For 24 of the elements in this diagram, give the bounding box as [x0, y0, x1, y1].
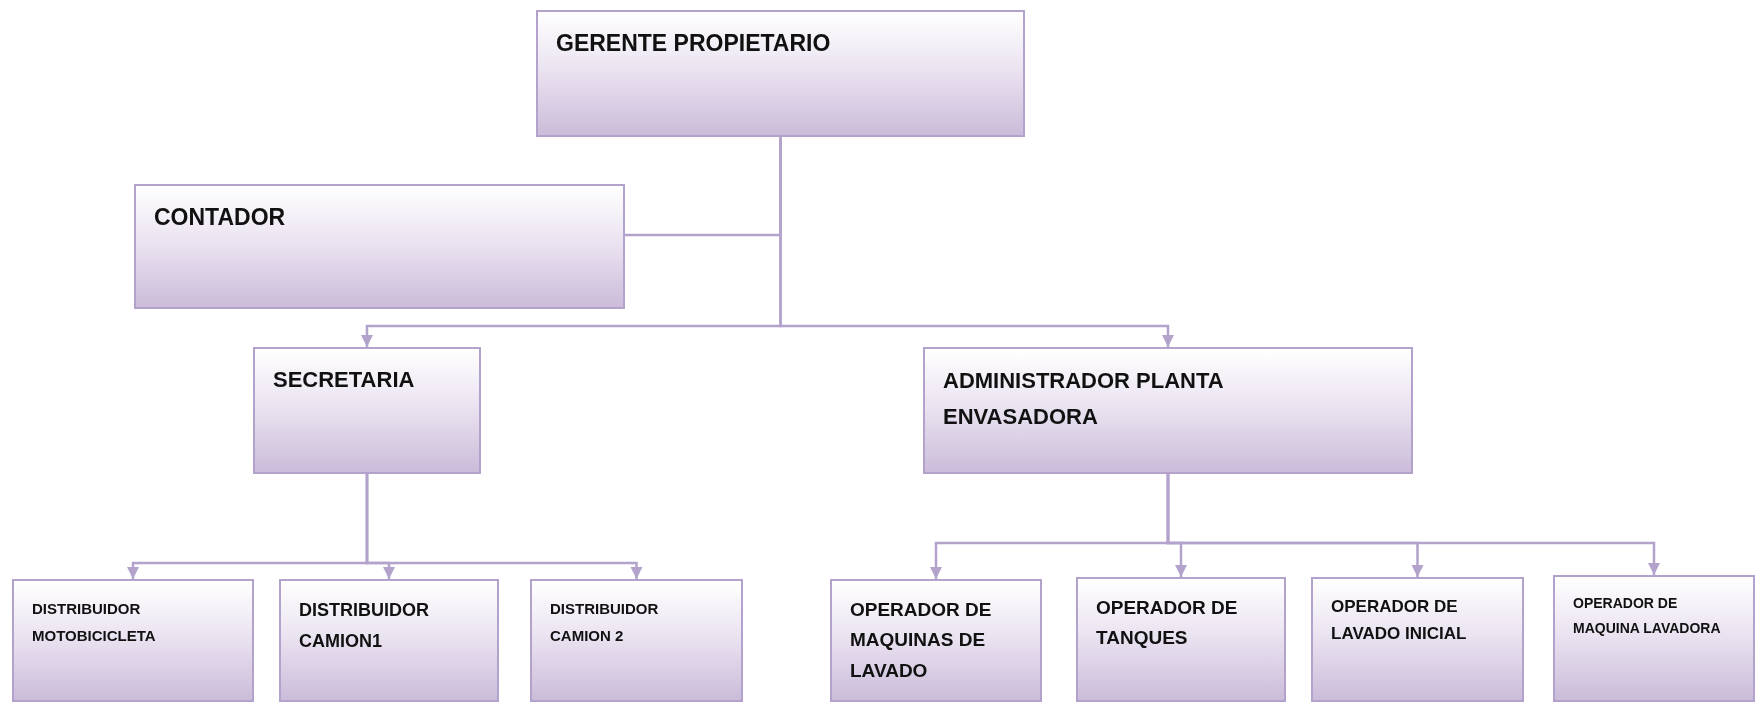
position-title: OPERADOR DE MAQUINA LAVADORA — [1573, 594, 1722, 638]
position-title: CONTADOR — [154, 203, 287, 232]
position-box — [134, 184, 625, 309]
position-title: OPERADOR DE LAVADO INICIAL — [1331, 596, 1468, 646]
position-box — [530, 579, 743, 702]
position-box — [1076, 577, 1286, 702]
position-title: OPERADOR DE TANQUES — [1096, 596, 1239, 651]
position-box — [536, 10, 1025, 137]
position-box — [923, 347, 1413, 474]
position-box — [279, 579, 499, 702]
position-title: DISTRIBUIDOR CAMION 2 — [550, 599, 660, 646]
arrow — [1166, 474, 1661, 575]
position-title: OPERADOR DE MAQUINAS DE LAVADO — [850, 598, 993, 683]
position-box — [1553, 575, 1755, 702]
position-box — [830, 579, 1042, 702]
position-title: SECRETARIA — [273, 366, 416, 394]
position-box — [253, 347, 481, 474]
position-box — [12, 579, 254, 702]
position-title: ADMINISTRADOR PLANTA ENVASADORA — [943, 367, 1224, 432]
position-title: DISTRIBUIDOR MOTOBICICLETA — [32, 599, 157, 646]
arrow — [365, 474, 643, 579]
position-title: GERENTE PROPIETARIO — [556, 29, 832, 58]
position-title: DISTRIBUIDOR CAMION1 — [299, 599, 430, 653]
position-box — [1311, 577, 1524, 702]
